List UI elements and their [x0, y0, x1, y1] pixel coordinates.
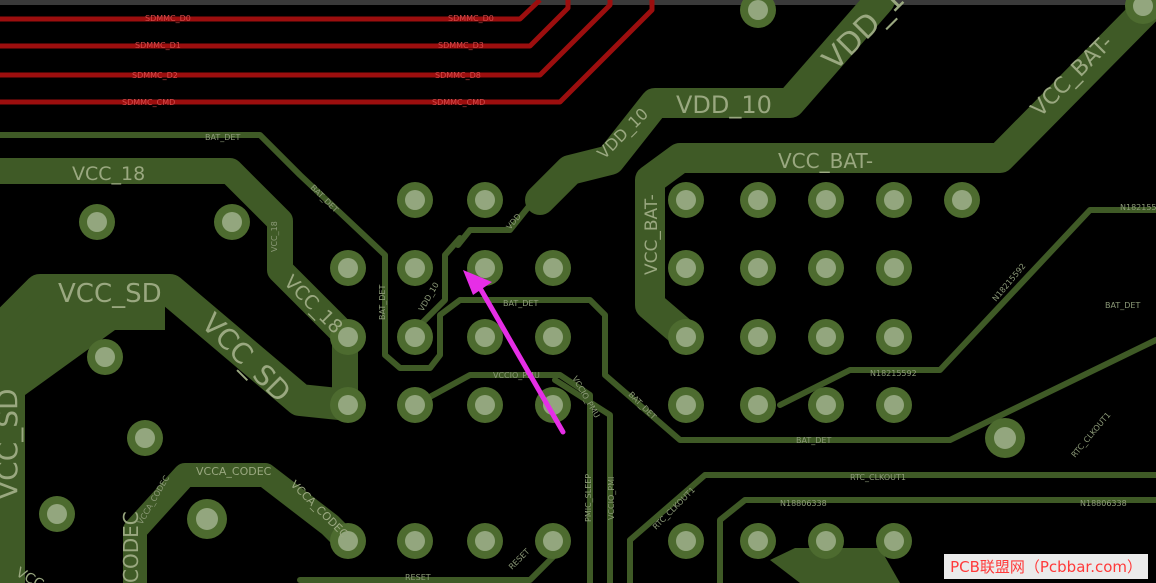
label-n18806338-1: N18806338 [780, 499, 827, 508]
vcc-sd-pour [10, 305, 165, 583]
red-label-d0-left: SDMMC_D0 [145, 14, 191, 23]
label-vcc-18: VCC_18 [72, 163, 145, 185]
label-bat-det-6: BAT_DET [796, 436, 831, 445]
label-vcc-bat-vertical: VCC_BAT- [642, 194, 662, 275]
trace-reset [297, 552, 558, 583]
red-label-d2-right: SDMMC_D8 [435, 71, 481, 80]
label-vcc-18-small: VCC_18 [270, 221, 279, 252]
label-vcc-sd: VCC_SD [58, 279, 162, 309]
label-vccio-pmu-1: VCCIO_PMU [493, 371, 540, 380]
label-bat-det-4: BAT_DET [503, 299, 538, 308]
label-vccio-pmi: VCCIO_PMI [607, 477, 616, 520]
red-label-d0-right: SDMMC_D0 [448, 14, 494, 23]
arrow-head [463, 270, 492, 295]
label-reset-2: RESET [507, 547, 532, 572]
trace-rtc-clkout1 [627, 472, 1156, 583]
trace-vcc-bat [635, 0, 1156, 350]
label-vcc-sd-left: VCC_SD [0, 388, 24, 500]
trace-bat-det [0, 132, 1156, 443]
label-bat-det-2: BAT_DET [309, 183, 340, 214]
label-reset-1: RESET [405, 573, 431, 582]
red-trace-sdmmc-cmd [0, 0, 655, 105]
label-vcca-codec: VCCA_CODEC [196, 465, 272, 478]
trace-vcc-sd [0, 274, 364, 583]
label-vcc-bat-top: VCC_BAT- [1027, 31, 1119, 123]
red-label-d2-left: SDMMC_D2 [132, 71, 178, 80]
arrow-shaft [477, 285, 566, 435]
label-rtc-clkout1-3: RTC_CLKOUT1 [1070, 411, 1113, 460]
label-bat-det-5: BAT_DET [627, 390, 658, 421]
red-trace-sdmmc-d1 [0, 0, 571, 49]
top-window-strip [0, 0, 1156, 5]
bottom-right-pour [770, 548, 900, 583]
label-vdd-10: VDD_10 [676, 91, 772, 119]
label-pmic-sleep: PMIC_SLEEP [584, 474, 593, 522]
trace-n18806338 [717, 497, 1156, 583]
label-vcc-sd-diag: VCC_SD [195, 307, 297, 409]
label-rtc-clkout1-1: RTC_CLKOUT1 [850, 473, 906, 482]
red-trace-sdmmc-d0 [0, 0, 542, 22]
label-bat-det-7: BAT_DET [1105, 301, 1140, 310]
red-trace-sdmmc-d2 [0, 0, 613, 78]
trace-vdd-10 [525, 0, 895, 215]
red-label-cmd-left: SDMMC_CMD [122, 98, 175, 107]
red-label-d1-right: SDMMC_D3 [438, 41, 484, 50]
red-label-d1-left: SDMMC_D1 [135, 41, 181, 50]
pad-array [39, 0, 1156, 559]
label-n18806338-2: N18806338 [1080, 499, 1127, 508]
trace-vdd-10-link [455, 202, 533, 248]
label-vdd-top: VDD_1 [816, 0, 912, 78]
label-n18215-top: N182155 [1120, 203, 1156, 212]
label-vccio-pmu-2: VCCIO_PMU [570, 375, 601, 420]
label-n18215592-1: N18215592 [870, 369, 917, 378]
label-bat-det-1: BAT_DET [205, 133, 240, 142]
sdmmc-traces [0, 0, 655, 105]
red-label-cmd-right: SDMMC_CMD [432, 98, 485, 107]
signal-traces [0, 132, 1156, 583]
arrow-annotation [463, 270, 566, 435]
label-vcc-bat: VCC_BAT- [778, 149, 873, 173]
trace-vccio-pmu [412, 372, 593, 583]
label-codec-left: CODEC [119, 511, 143, 583]
watermark: PCB联盟网（Pcbbar.com） [944, 554, 1148, 579]
trace-vccio-pmi [552, 377, 613, 583]
trace-vcca-codec [123, 463, 357, 583]
label-bat-det-3: BAT_DET [378, 285, 387, 320]
trace-n18215592 [777, 207, 1156, 408]
